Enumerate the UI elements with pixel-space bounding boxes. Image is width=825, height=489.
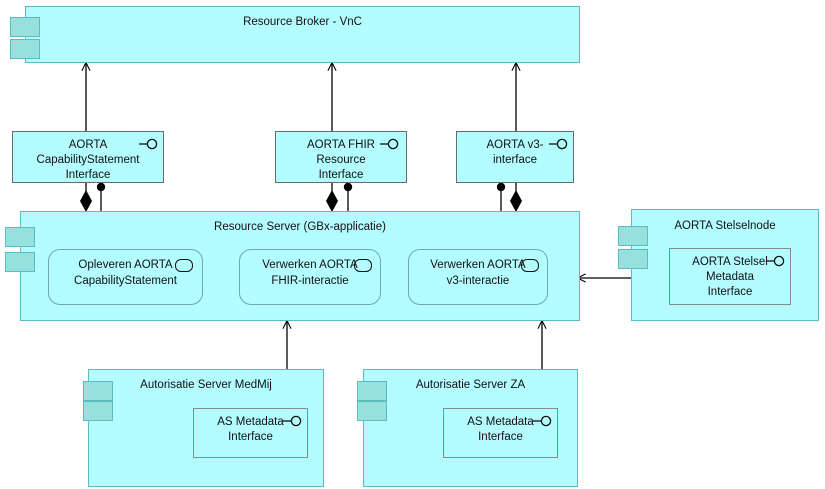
component-stub-upper <box>83 381 113 401</box>
connector-server-composes-fhir-resource <box>326 183 338 212</box>
interface-stelsel-metadata-label: AORTA Stelsel Metadata Interface <box>692 256 768 298</box>
provided-interface-lollipop-icon <box>380 138 399 150</box>
service-verwerken-fhir-interactie[interactable]: Verwerken AORTA FHIR-interactie <box>239 249 381 305</box>
provided-interface-lollipop-icon <box>283 415 302 427</box>
component-stub-lower <box>83 401 113 421</box>
application-service-icon <box>354 259 372 272</box>
interface-as-metadata-medmij-label: AS Metadata Interface <box>217 416 284 443</box>
service-verwerken-v3-interactie-label: Verwerken AORTA v3-interactie <box>430 259 526 287</box>
service-verwerken-fhir-interactie-label: Verwerken AORTA FHIR-interactie <box>262 259 358 287</box>
provided-interface-lollipop-icon <box>139 138 158 150</box>
interface-capabilitystatement[interactable]: AORTA CapabilityStatement Interface <box>12 131 164 183</box>
node-resource-broker[interactable]: Resource Broker - VnC <box>25 6 580 63</box>
node-resource-broker-label: Resource Broker - VnC <box>243 16 362 28</box>
node-resource-server-label: Resource Server (GBx-applicatie) <box>214 221 386 233</box>
interface-fhir-resource-label: AORTA FHIR Resource Interface <box>307 139 375 181</box>
component-stub-upper <box>5 227 35 247</box>
interface-as-metadata-za-label: AS Metadata Interface <box>467 416 534 443</box>
provided-interface-lollipop-icon <box>766 255 785 267</box>
provided-interface-lollipop-icon <box>549 138 568 150</box>
connector-server-composes-v3 <box>510 183 522 212</box>
application-service-icon <box>521 259 539 272</box>
component-stub-upper <box>10 17 40 37</box>
service-verwerken-v3-interactie[interactable]: Verwerken AORTA v3-interactie <box>408 249 548 305</box>
component-stub-lower <box>10 39 40 59</box>
interface-v3[interactable]: AORTA v3- interface <box>456 131 574 183</box>
service-opleveren-capabilitystatement[interactable]: Opleveren AORTA CapabilityStatement <box>48 249 203 305</box>
interface-as-metadata-medmij[interactable]: AS Metadata Interface <box>193 408 308 458</box>
interface-fhir-resource[interactable]: AORTA FHIR Resource Interface <box>275 131 407 183</box>
node-stelselnode-label: AORTA Stelselnode <box>674 220 776 232</box>
provided-interface-lollipop-icon <box>533 415 552 427</box>
interface-v3-label: AORTA v3- interface <box>486 139 544 166</box>
component-stub-lower <box>357 401 387 421</box>
connector-server-composes-capabilitystatement <box>80 183 92 212</box>
component-stub-upper <box>357 381 387 401</box>
interface-stelsel-metadata[interactable]: AORTA Stelsel Metadata Interface <box>669 248 791 305</box>
component-stub-lower <box>618 249 648 269</box>
component-stub-upper <box>618 226 648 246</box>
node-autorisatie-server-za-label: Autorisatie Server ZA <box>415 379 526 391</box>
service-opleveren-capabilitystatement-label: Opleveren AORTA CapabilityStatement <box>74 259 177 287</box>
interface-as-metadata-za[interactable]: AS Metadata Interface <box>443 408 558 458</box>
node-autorisatie-server-medmij-label: Autorisatie Server MedMij <box>140 379 272 391</box>
component-stub-lower <box>5 252 35 272</box>
interface-capabilitystatement-label: AORTA CapabilityStatement Interface <box>36 139 140 181</box>
application-service-icon <box>175 259 193 272</box>
